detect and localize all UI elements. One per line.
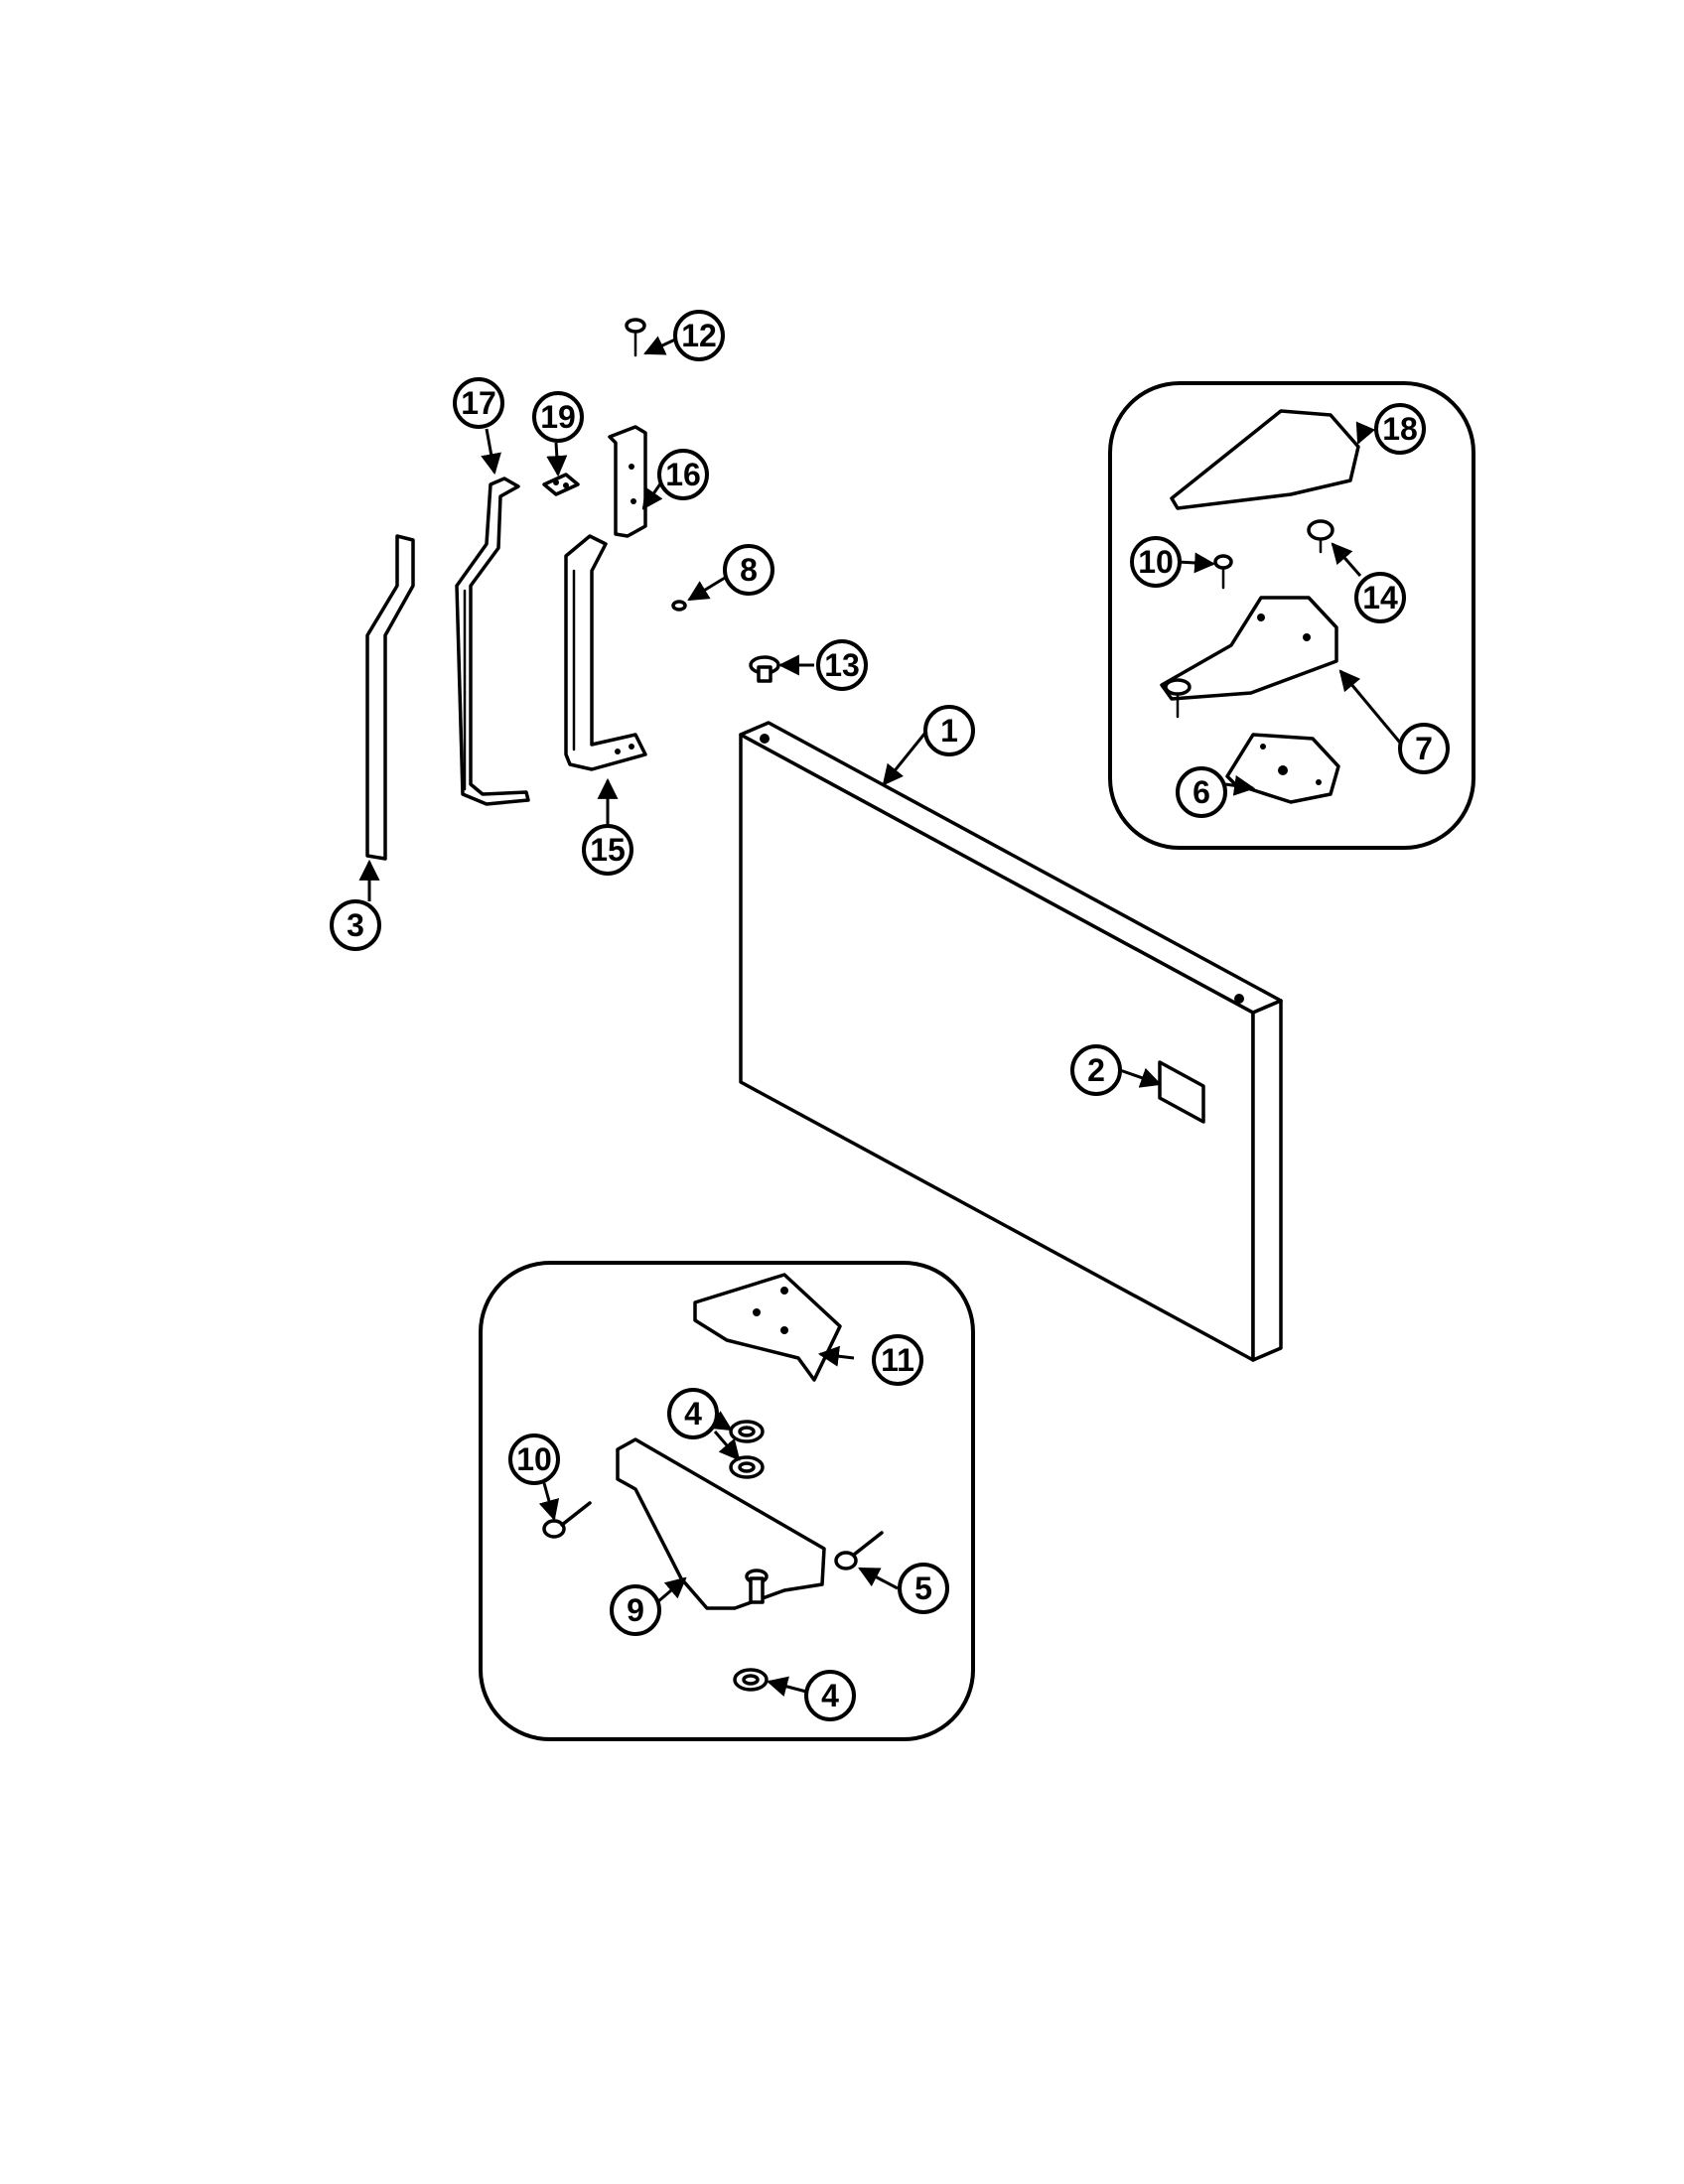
washer-lower bbox=[733, 1668, 769, 1692]
svg-text:12: 12 bbox=[681, 318, 717, 353]
svg-text:13: 13 bbox=[824, 647, 860, 683]
callout-15: 15 bbox=[582, 824, 633, 876]
svg-text:5: 5 bbox=[914, 1570, 932, 1606]
plug-13 bbox=[749, 655, 780, 683]
svg-text:1: 1 bbox=[940, 713, 958, 749]
left-bracket bbox=[455, 477, 530, 806]
callout-1: 1 bbox=[923, 705, 975, 756]
callout-4-upper: 4 bbox=[667, 1388, 719, 1439]
svg-text:8: 8 bbox=[740, 552, 758, 588]
bottom-hinge-bracket bbox=[616, 1437, 826, 1610]
callout-17: 17 bbox=[453, 377, 504, 429]
screw-5 bbox=[834, 1531, 884, 1570]
svg-text:6: 6 bbox=[1193, 774, 1210, 810]
callout-18: 18 bbox=[1374, 403, 1426, 455]
svg-text:3: 3 bbox=[347, 907, 364, 943]
callout-13: 13 bbox=[816, 639, 868, 691]
callout-7: 7 bbox=[1398, 723, 1450, 774]
svg-text:15: 15 bbox=[590, 832, 626, 868]
door-strip bbox=[365, 534, 415, 861]
svg-text:17: 17 bbox=[461, 385, 496, 421]
svg-text:16: 16 bbox=[665, 457, 701, 492]
screw-10-lower bbox=[542, 1501, 592, 1539]
callout-12: 12 bbox=[673, 310, 725, 361]
callout-11: 11 bbox=[872, 1334, 923, 1386]
screw-8 bbox=[671, 600, 687, 612]
callout-9: 9 bbox=[610, 1584, 661, 1636]
hinge-cover bbox=[1170, 409, 1360, 510]
callout-19: 19 bbox=[532, 391, 584, 443]
svg-text:14: 14 bbox=[1362, 580, 1398, 615]
callout-3: 3 bbox=[330, 899, 381, 951]
svg-text:10: 10 bbox=[1138, 544, 1174, 580]
hinge-clip bbox=[542, 473, 580, 496]
plug-14 bbox=[1307, 519, 1334, 554]
screw-12 bbox=[625, 318, 646, 357]
callout-2: 2 bbox=[1070, 1044, 1122, 1096]
bottom-hinge-plate bbox=[693, 1273, 842, 1382]
upper-hinge-bracket bbox=[608, 425, 647, 538]
callout-6: 6 bbox=[1176, 766, 1227, 818]
callout-16: 16 bbox=[657, 449, 709, 500]
door-panel bbox=[739, 721, 1283, 1362]
callout-8: 8 bbox=[723, 544, 774, 596]
svg-text:11: 11 bbox=[881, 1342, 914, 1378]
upper-hinge bbox=[1160, 596, 1338, 719]
long-hinge-bracket bbox=[564, 534, 647, 771]
callout-4-lower: 4 bbox=[804, 1670, 856, 1721]
svg-text:4: 4 bbox=[821, 1678, 839, 1713]
callout-10-lower: 10 bbox=[508, 1433, 560, 1485]
svg-text:19: 19 bbox=[540, 399, 576, 435]
callout-14: 14 bbox=[1354, 572, 1406, 623]
washer-upper bbox=[729, 1420, 765, 1479]
callout-10-upper: 10 bbox=[1130, 536, 1182, 588]
callout-5: 5 bbox=[898, 1563, 949, 1614]
svg-text:2: 2 bbox=[1087, 1052, 1105, 1088]
svg-text:10: 10 bbox=[516, 1441, 552, 1477]
svg-text:9: 9 bbox=[627, 1592, 644, 1628]
leader-lines bbox=[358, 336, 1402, 1697]
svg-text:4: 4 bbox=[684, 1396, 702, 1432]
svg-text:18: 18 bbox=[1382, 411, 1418, 447]
svg-text:7: 7 bbox=[1415, 731, 1433, 766]
